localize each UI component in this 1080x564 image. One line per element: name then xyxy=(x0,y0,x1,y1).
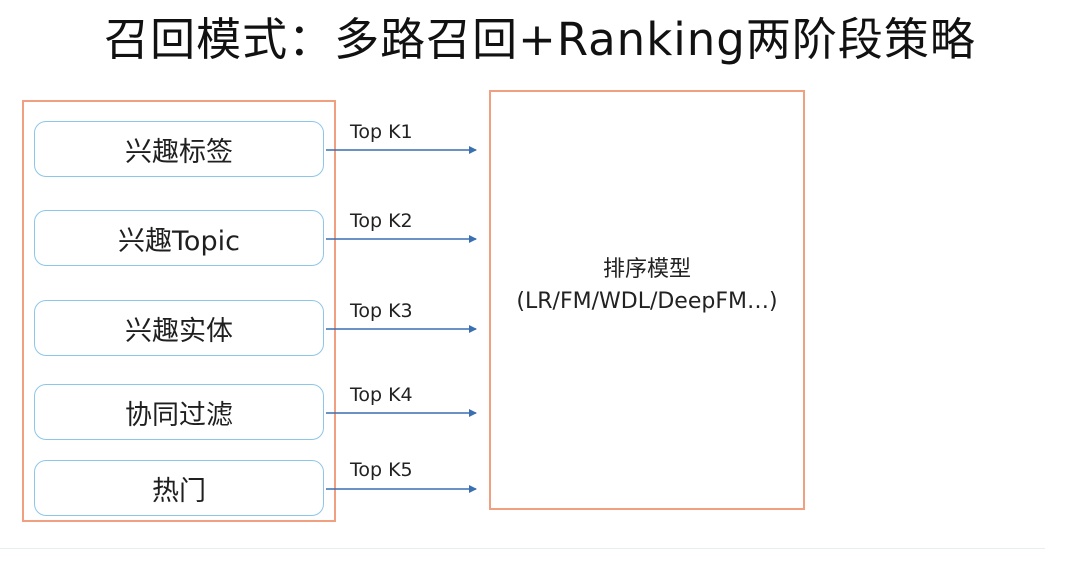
recall-source-interest-tags: 兴趣标签 xyxy=(34,121,324,177)
recall-sources-container xyxy=(22,100,336,522)
topk-label-2: Top K2 xyxy=(350,210,413,232)
ranking-model-title: 排序模型 xyxy=(602,257,691,282)
recall-source-collaborative-filtering: 协同过滤 xyxy=(34,384,324,440)
recall-source-interest-entity: 兴趣实体 xyxy=(34,300,324,356)
topk-label-5: Top K5 xyxy=(350,459,413,481)
topk-label-1: Top K1 xyxy=(350,121,413,143)
page-title: 召回模式：多路召回+Ranking两阶段策略 xyxy=(104,13,976,66)
recall-source-interest-topic: 兴趣Topic xyxy=(34,210,324,266)
topk-label-4: Top K4 xyxy=(350,384,413,406)
recall-source-popular: 热门 xyxy=(34,460,324,516)
topk-label-3: Top K3 xyxy=(350,300,413,322)
divider xyxy=(0,548,1045,549)
ranking-model-box: 排序模型 (LR/FM/WDL/DeepFM…) xyxy=(489,90,805,510)
ranking-model-subtitle: (LR/FM/WDL/DeepFM…) xyxy=(516,289,778,314)
